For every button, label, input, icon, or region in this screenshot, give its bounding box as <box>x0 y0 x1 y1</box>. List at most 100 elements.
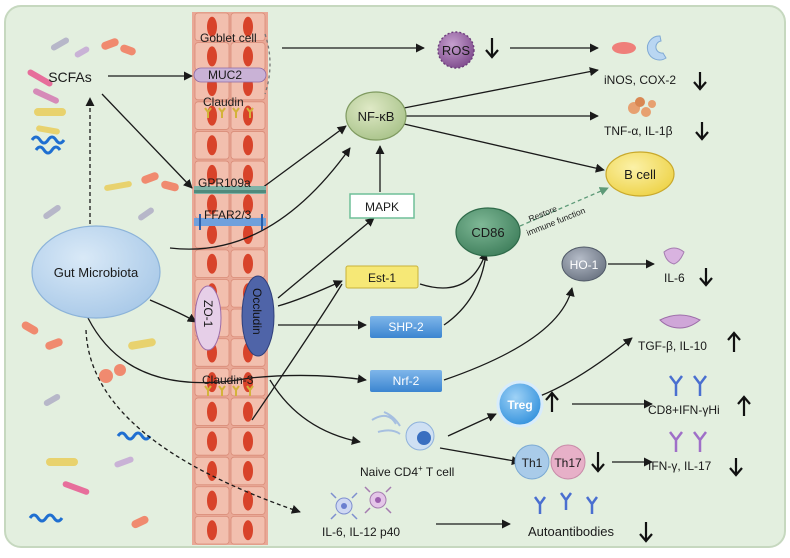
cell-nucleus <box>207 520 217 541</box>
down-arrow-icon <box>485 38 499 59</box>
claudin3-band <box>204 385 254 396</box>
mapk-label: MAPK <box>365 200 399 214</box>
nfkb-label: NF-κB <box>358 109 395 124</box>
naive-t-cell-icon <box>371 411 435 451</box>
antibody-icon <box>669 431 707 452</box>
cell-nucleus <box>243 164 253 185</box>
inos-cox2-label: iNOS, COX-2 <box>604 73 676 87</box>
cell-nucleus <box>207 490 217 511</box>
scfas-label: SCFAs <box>48 69 92 85</box>
cell-nucleus <box>243 135 253 156</box>
cell-nucleus <box>207 253 217 274</box>
il6-label: IL-6 <box>664 271 685 285</box>
coccus-icon <box>114 364 126 376</box>
bacterium-icon <box>36 125 60 135</box>
cell-nucleus <box>207 431 217 452</box>
up-arrow-icon <box>545 391 559 412</box>
gut-microbiota-label: Gut Microbiota <box>54 265 139 280</box>
down-arrow-icon <box>591 452 605 473</box>
dashed-goblet-link <box>264 33 271 95</box>
spiral-bacterium-icon <box>34 145 62 155</box>
th1-label: Th1 <box>522 456 543 470</box>
goblet-cell-label: Goblet cell <box>200 31 257 45</box>
shp2-node <box>370 316 442 338</box>
bcell-node <box>605 151 675 197</box>
cell-nucleus <box>243 46 253 67</box>
arrow-shp2-cd86 <box>443 253 487 326</box>
tgfb-il10-label: TGF-β, IL-10 <box>638 339 707 353</box>
muc2-label: MUC2 <box>208 68 242 82</box>
down-arrow-icon <box>729 458 743 477</box>
cell-nucleus <box>207 224 217 245</box>
antibody-icon <box>669 375 707 396</box>
zo1-node <box>194 285 222 351</box>
connector-lines <box>85 33 655 529</box>
arrow-microbiota-nrf2 <box>87 317 367 384</box>
cell-nucleus <box>243 401 253 422</box>
spiral-bacterium-icon <box>28 513 64 523</box>
arrow-naive-treg <box>447 413 497 437</box>
spiral-bacterium-icon <box>116 431 152 441</box>
il6-il12-label: IL-6, IL-12 p40 <box>322 525 400 539</box>
cell-nucleus <box>243 431 253 452</box>
dendritic-cell-icon <box>330 486 392 520</box>
tnf-il1b-label: TNF-α, IL-1β <box>604 124 673 138</box>
est1-node <box>345 265 419 289</box>
bacterium-icon <box>120 44 136 56</box>
treg-label: Treg <box>507 398 532 412</box>
bacterium-icon <box>34 108 66 116</box>
cell-nucleus <box>207 164 217 185</box>
ifng-il17-label: IFN-γ, IL-17 <box>648 459 712 473</box>
cell-nucleus <box>207 460 217 481</box>
inos-cox2-icon <box>612 35 667 61</box>
arrow-gpr109a-nfkb <box>261 125 347 189</box>
bacterium-icon <box>21 321 39 335</box>
arrow-occludin-est1 <box>277 280 343 307</box>
naive-t-cell-label: Naive CD4+ T cell <box>360 464 454 479</box>
autoantibody-cluster-icon <box>533 492 599 514</box>
ffar-band <box>194 214 266 230</box>
th17-node <box>550 444 586 480</box>
muc2-band <box>193 67 267 83</box>
cell-nucleus <box>207 401 217 422</box>
ros-label: ROS <box>442 43 471 58</box>
bacterium-icon <box>62 481 90 495</box>
bacterium-icon <box>114 456 134 468</box>
ho1-label: HO-1 <box>570 258 599 272</box>
gpr109a-band <box>194 186 266 194</box>
claudin-label: Claudin <box>203 95 244 109</box>
cd86-label: CD86 <box>471 225 504 240</box>
line-naive-est1 <box>251 283 343 421</box>
est1-label: Est-1 <box>368 271 396 285</box>
zo1-label: ZO-1 <box>201 300 215 328</box>
claudin3-label: Claudin-3 <box>202 373 254 387</box>
coccus-icon <box>99 369 113 383</box>
bacterium-icon <box>161 180 179 192</box>
cell-nucleus <box>243 490 253 511</box>
bacterium-icon <box>43 394 61 406</box>
nrf2-label: Nrf-2 <box>393 374 420 388</box>
arrow-scfas-gpr109a <box>101 93 193 189</box>
arrow-microbiota-zo1 <box>149 299 197 323</box>
cd8-ifn-label: CD8+IFN-γHi <box>648 403 720 417</box>
gut-microbiota-node <box>31 225 161 319</box>
macrophage-icon <box>659 314 701 329</box>
treg-node <box>496 380 544 428</box>
th17-label: Th17 <box>554 456 582 470</box>
cell-nucleus <box>243 16 253 37</box>
arrow-naive-th1 <box>439 447 521 466</box>
arrow-microbiota-nfkb <box>169 147 351 250</box>
down-arrow-icon <box>693 72 707 91</box>
up-arrow-icon <box>727 331 741 352</box>
cell-nucleus <box>207 16 217 37</box>
bacterium-icon <box>74 46 90 58</box>
nfkb-node <box>345 91 407 141</box>
ffar-label: FFAR2/3 <box>204 208 252 222</box>
up-arrow-icon <box>737 395 751 416</box>
bacteria-cluster <box>21 37 179 529</box>
bacterium-icon <box>131 515 149 529</box>
bcell-label: B cell <box>624 167 656 182</box>
th1-node <box>514 444 550 480</box>
naive-main: Naive CD4 <box>360 465 418 479</box>
arrow-claudin3-naive <box>269 379 361 445</box>
